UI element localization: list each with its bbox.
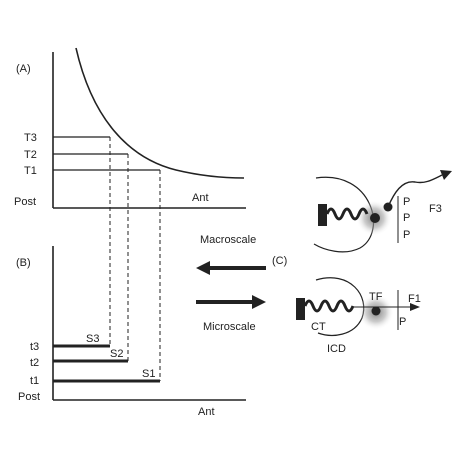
macroscale-label: Macroscale <box>200 234 256 246</box>
fiber-coil-top <box>325 207 369 221</box>
p-mark-1: P <box>403 196 410 208</box>
microscale-arrowhead-icon <box>252 295 266 309</box>
factor-label-tf: TF <box>369 291 383 303</box>
panel-a: (A) T3 T2 T1 Post Ant <box>14 47 246 209</box>
panel-a-x-label: Ant <box>192 192 209 204</box>
cell-top: P P P F3 <box>313 170 452 253</box>
force-label-f3: F3 <box>429 203 442 215</box>
macroscale-arrowhead-icon <box>196 261 210 275</box>
panel-b-label: (B) <box>16 257 31 269</box>
force-path-f3 <box>387 174 443 208</box>
panel-a-y-label: Post <box>14 196 36 208</box>
dashed-connectors <box>109 137 161 381</box>
panel-a-decay-curve <box>75 47 245 179</box>
adhesion-node-bottom <box>371 306 381 316</box>
p-mark-bottom: P <box>399 316 406 328</box>
panel-a-label: (A) <box>16 63 31 75</box>
level-label-lower-t1: t1 <box>30 375 39 387</box>
level-label-lower-t2: t2 <box>30 357 39 369</box>
panel-b-y-label: Post <box>18 391 40 403</box>
bar-label-s3: S3 <box>86 333 99 345</box>
level-label-t2: T2 <box>24 149 37 161</box>
adhesion-node-top <box>370 213 380 223</box>
microscale-label: Microscale <box>203 321 256 333</box>
bar-label-s1: S1 <box>142 368 155 380</box>
force-arrowhead-f3-icon <box>440 170 452 180</box>
domain-label-icd: ICD <box>327 343 346 355</box>
anchor-block-top-icon <box>318 204 327 226</box>
force-label-f1: F1 <box>408 293 421 305</box>
panel-c: (C) P P P F3 TF F1 <box>272 170 452 355</box>
bar-label-s2: S2 <box>110 348 123 360</box>
fiber-coil-bottom <box>303 299 355 313</box>
level-label-lower-t3: t3 <box>30 341 39 353</box>
panel-c-label: (C) <box>272 255 287 267</box>
scale-arrows: Macroscale Microscale <box>196 234 266 333</box>
cell-top-membrane <box>313 176 375 253</box>
anchor-block-bottom-icon <box>296 298 305 320</box>
cell-label-ct: CT <box>311 321 326 333</box>
p-mark-2: P <box>403 212 410 224</box>
level-label-t1: T1 <box>24 165 37 177</box>
panel-b: (B) S3 S2 S1 t3 t2 t1 Post Ant <box>16 246 246 418</box>
level-label-t3: T3 <box>24 132 37 144</box>
p-mark-3: P <box>403 229 410 241</box>
cell-bottom: TF F1 P CT ICD <box>296 277 421 355</box>
panel-b-x-label: Ant <box>198 406 215 418</box>
force-arrowhead-f1-icon <box>410 303 420 311</box>
